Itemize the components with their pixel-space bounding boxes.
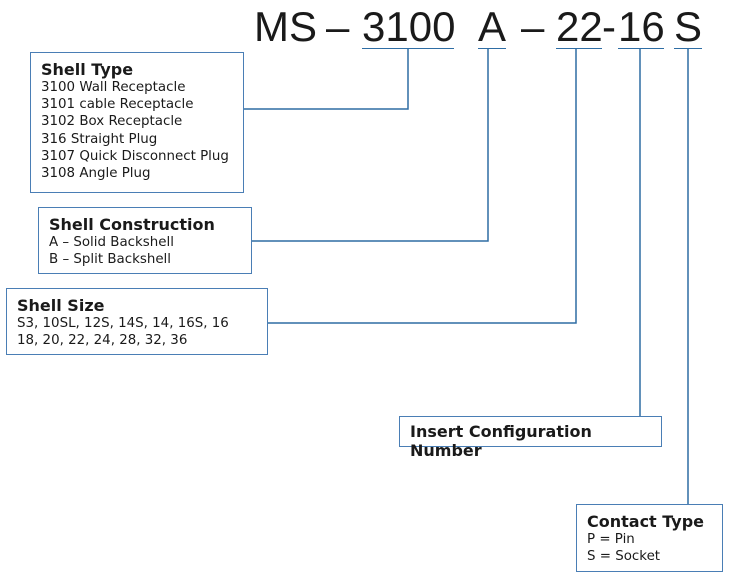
shell-construction-item: B – Split Backshell xyxy=(49,252,171,268)
shell-type-item: 3101 cable Receptacle xyxy=(41,97,194,113)
shell-type-item: 3108 Angle Plug xyxy=(41,166,151,182)
contact-type-box: Contact Type P = Pin S = Socket xyxy=(576,504,723,572)
connector-shell-type xyxy=(244,48,409,110)
connector-shell-construction xyxy=(252,48,489,242)
code-insert: 16 xyxy=(618,3,665,50)
shell-size-box: Shell Size S3, 10SL, 12S, 14S, 14, 16S, … xyxy=(6,288,268,355)
code-size: 22 xyxy=(556,3,603,50)
shell-size-item: 18, 20, 22, 24, 28, 32, 36 xyxy=(17,333,188,349)
shell-type-title: Shell Type xyxy=(41,60,134,79)
connector-shell-size xyxy=(268,48,577,324)
code-dash-1: – xyxy=(326,3,350,50)
underline-construction xyxy=(478,48,506,49)
underline-insert xyxy=(618,48,664,49)
code-contact: S xyxy=(674,3,703,50)
shell-size-title: Shell Size xyxy=(17,296,105,315)
contact-type-item: S = Socket xyxy=(587,549,661,565)
insert-configuration-title: Insert Configuration Number xyxy=(410,422,592,460)
shell-type-item: 3102 Box Receptacle xyxy=(41,114,183,130)
shell-type-item: 3100 Wall Receptacle xyxy=(41,80,186,95)
shell-type-item: 316 Straight Plug xyxy=(41,131,158,147)
contact-type-title: Contact Type xyxy=(587,512,705,531)
code-dash-2: – xyxy=(521,3,545,50)
code-construction: A xyxy=(478,3,507,50)
insert-configuration-box: Insert Configuration Number xyxy=(399,416,662,460)
shell-size-item: S3, 10SL, 12S, 14S, 14, 16S, 16 xyxy=(17,316,229,331)
shell-construction-item: A – Solid Backshell xyxy=(49,235,174,250)
shell-construction-box: Shell Construction A – Solid Backshell B… xyxy=(38,207,252,274)
shell-construction-title: Shell Construction xyxy=(49,215,215,234)
shell-type-box: Shell Type 3100 Wall Receptacle 3101 cab… xyxy=(30,52,244,193)
underline-size xyxy=(556,48,602,49)
contact-type-item: P = Pin xyxy=(587,532,635,547)
code-shell-type: 3100 xyxy=(362,3,456,50)
shell-type-item: 3107 Quick Disconnect Plug xyxy=(41,148,229,164)
code-prefix: MS xyxy=(254,3,317,50)
code-dash-3: - xyxy=(602,3,616,50)
